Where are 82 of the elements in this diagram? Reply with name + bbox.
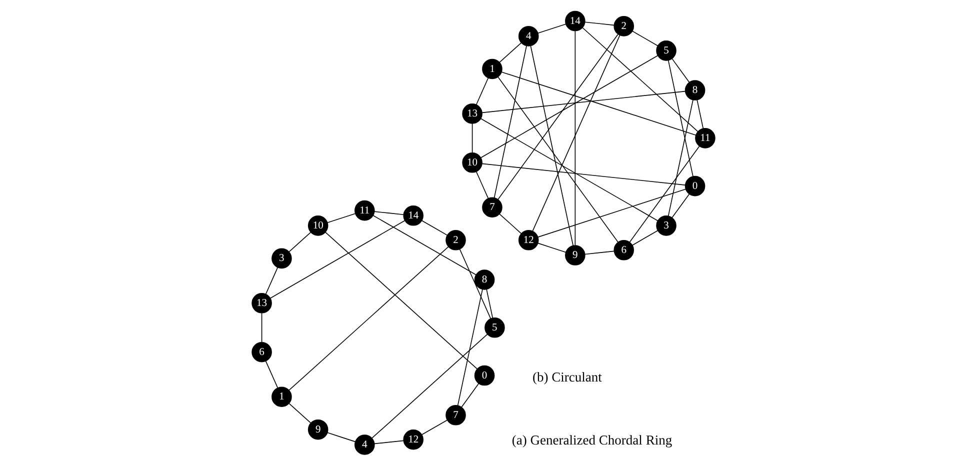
connector [460, 383, 479, 408]
connector [456, 288, 482, 406]
connector [481, 90, 686, 114]
connector [288, 246, 448, 391]
connector [372, 215, 476, 276]
connector [458, 248, 491, 319]
node-circle: 9 [564, 245, 585, 266]
connector [667, 100, 693, 216]
node-circle: 5 [484, 318, 504, 338]
node-circle: 0 [684, 176, 705, 196]
connector [421, 220, 448, 236]
node-circle: 13 [251, 293, 272, 314]
node-circle: 14 [402, 206, 423, 226]
connector [537, 24, 566, 34]
connector [532, 34, 620, 232]
node-circle: 5 [656, 40, 676, 61]
node-circle: 8 [684, 80, 705, 100]
connector [537, 188, 686, 238]
connector [264, 267, 278, 295]
node-circle: 4 [518, 26, 538, 46]
connector [374, 211, 404, 216]
connector [264, 360, 278, 388]
connector [326, 432, 356, 442]
connector [371, 334, 488, 439]
node-circle: 3 [271, 248, 292, 269]
label: (a) Generalized Chordal Ring [511, 432, 672, 448]
node-circle: 10 [307, 216, 328, 236]
node-circle: 3 [656, 216, 676, 236]
node-circle: 0 [474, 365, 494, 386]
node-circle: 8 [474, 270, 494, 290]
node-circle: 11 [694, 128, 715, 148]
connector [475, 78, 488, 106]
connector [324, 232, 478, 370]
connector [498, 42, 522, 63]
connector [260, 312, 262, 343]
connector [696, 100, 704, 129]
connector [481, 163, 686, 186]
connector [582, 27, 698, 132]
node-circle: 6 [613, 240, 634, 260]
connector [498, 214, 522, 234]
node-circle: 7 [482, 197, 502, 218]
connector [493, 45, 526, 198]
node-circle: 6 [251, 342, 272, 362]
label: (b) Circulant [532, 369, 602, 384]
connector [421, 420, 448, 436]
connector [671, 194, 690, 218]
node-circle: 14 [564, 10, 585, 32]
connector [288, 403, 311, 424]
node-circle: 1 [271, 386, 292, 407]
node-circle: 13 [462, 104, 482, 124]
connector [471, 123, 472, 154]
connector [486, 289, 493, 318]
node-circle: 1 [482, 58, 502, 80]
node-circle: 2 [613, 16, 634, 36]
node-circle: 2 [445, 230, 466, 250]
connector [584, 250, 614, 255]
connector [374, 440, 404, 444]
connector [632, 230, 658, 246]
connector [628, 146, 700, 243]
connector [574, 30, 576, 246]
connector [537, 242, 566, 253]
connector [500, 72, 696, 136]
node-circle: 9 [307, 419, 328, 440]
connector [584, 22, 614, 26]
node-circle: 12 [518, 230, 538, 250]
connector [530, 45, 574, 246]
connector [497, 76, 618, 243]
connector [671, 58, 690, 83]
node-circle: 4 [354, 434, 374, 455]
connector [497, 34, 618, 200]
connector [288, 232, 311, 252]
connector [475, 171, 488, 199]
connector [667, 60, 693, 177]
connector [632, 30, 658, 46]
connector [480, 118, 658, 222]
connector [326, 213, 356, 224]
node-circle: 10 [462, 152, 482, 173]
node-circle: 7 [445, 405, 466, 426]
connector [269, 220, 405, 299]
connector [480, 55, 658, 158]
node-circle: 11 [354, 200, 374, 221]
node-circle: 12 [402, 429, 423, 450]
